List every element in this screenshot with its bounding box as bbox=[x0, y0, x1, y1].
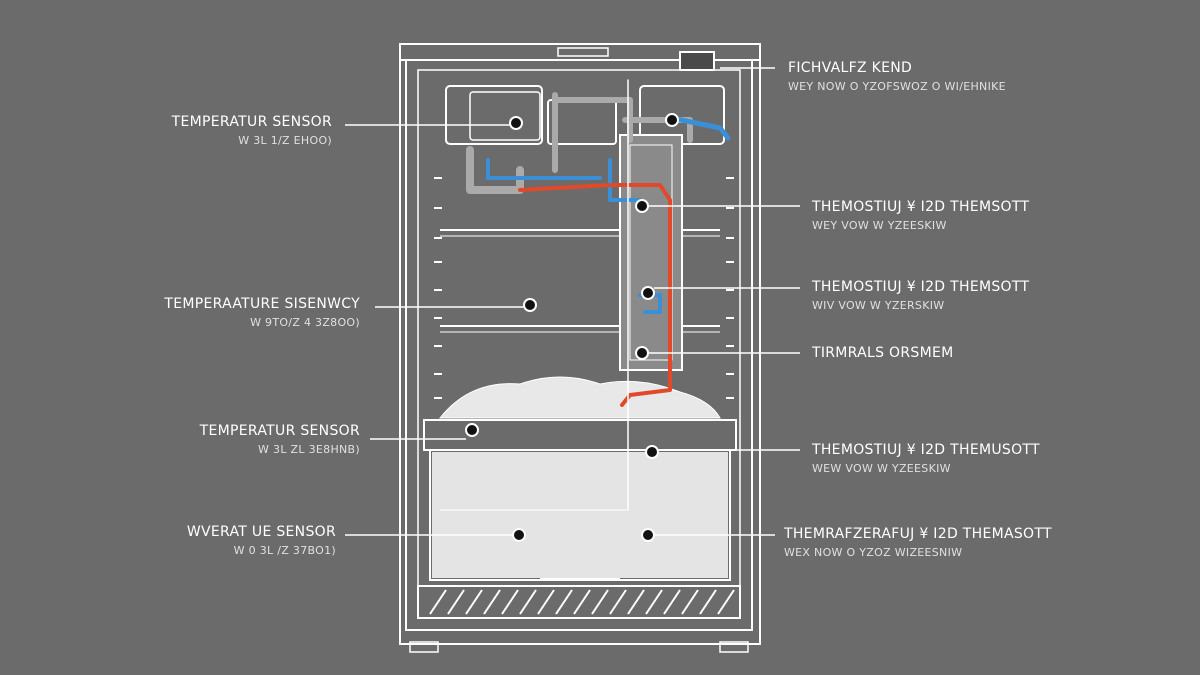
sensor-dot bbox=[645, 445, 659, 459]
label-sub: W 3L ZL 3E8HNB) bbox=[258, 443, 360, 456]
label-sub: W 0 3L /Z 37BO1) bbox=[233, 544, 336, 557]
label-right-5: THEMRAFZERAFUJ ¥ I2D THEMASOTT WEX NOW O… bbox=[784, 526, 1052, 559]
label-title: THEMOSTIUJ ¥ I2D THEMSOTT bbox=[812, 279, 1030, 295]
label-sub: WEX NOW O YZOZ WIZEESNIW bbox=[784, 546, 963, 559]
label-title: TEMPERAATURE SISENWCY bbox=[164, 296, 360, 312]
label-left-3: TEMPERATUR SENSOR W 3L ZL 3E8HNB) bbox=[200, 423, 360, 456]
gray-pipe-left bbox=[466, 146, 524, 194]
control-module bbox=[679, 51, 715, 71]
cold-pipe-right bbox=[669, 115, 731, 141]
sensor-dot bbox=[641, 528, 655, 542]
label-title: THEMOSTIUJ ¥ I2D THEMUSOTT bbox=[812, 442, 1040, 458]
label-title: TEMPERATUR SENSOR bbox=[171, 114, 332, 130]
gray-pipe-top bbox=[552, 92, 633, 173]
leader-lines bbox=[345, 67, 800, 536]
foot-left bbox=[409, 641, 439, 653]
sensor-dot bbox=[523, 298, 537, 312]
ice-mound bbox=[438, 376, 721, 419]
cold-pipe-upper bbox=[486, 158, 642, 202]
label-sub: WIV VOW W YZERSKIW bbox=[812, 299, 945, 312]
crisper-drawer bbox=[429, 449, 731, 581]
top-vent bbox=[557, 47, 609, 57]
label-left-1: TEMPERATUR SENSOR W 3L 1/Z EHOO) bbox=[172, 114, 332, 147]
label-right-1: THEMOSTIUJ ¥ I2D THEMSOTT WEY VOW W YZEE… bbox=[812, 199, 1029, 232]
label-left-2: TEMPERAATURE SISENWCY W 9TO/Z 4 3Z8OO) bbox=[164, 296, 360, 329]
label-title: THEMOSTIUJ ¥ I2D THEMSOTT bbox=[812, 199, 1030, 215]
sensor-dot bbox=[509, 116, 523, 130]
foot-right bbox=[719, 641, 749, 653]
label-sub: WEY VOW W YZEESKIW bbox=[812, 219, 947, 232]
upper-compartment-left bbox=[445, 85, 543, 145]
label-title: THEMRAFZERAFUJ ¥ I2D THEMASOTT bbox=[784, 526, 1052, 542]
label-sub: W 3L 1/Z EHOO) bbox=[238, 134, 332, 147]
sensor-dot bbox=[641, 286, 655, 300]
label-sub: WEY NOW O YZOFSWOZ O WI/EHNIKE bbox=[788, 80, 1006, 93]
upper-box-mid bbox=[547, 99, 617, 145]
thermostat-plate bbox=[619, 134, 683, 371]
label-top-right: FICHVALFZ KEND WEY NOW O YZOFSWOZ O WI/E… bbox=[788, 60, 1006, 93]
label-right-2: THEMOSTIUJ ¥ I2D THEMSOTT WIV VOW W YZER… bbox=[812, 279, 1029, 312]
hot-pipe bbox=[518, 183, 672, 407]
label-title: TEMPERATUR SENSOR bbox=[199, 423, 360, 439]
sensor-dot bbox=[635, 346, 649, 360]
sensor-dot bbox=[465, 423, 479, 437]
label-right-3: TIRMRALS ORSMEM bbox=[812, 345, 954, 361]
label-sub: WEW VOW W YZEESKIW bbox=[812, 462, 951, 475]
upper-box-left bbox=[469, 91, 541, 141]
bottom-grille bbox=[417, 585, 741, 619]
label-title: FICHVALFZ KEND bbox=[788, 60, 913, 76]
label-right-4: THEMOSTIUJ ¥ I2D THEMUSOTT WEW VOW W YZE… bbox=[812, 442, 1040, 475]
wall-ticks bbox=[434, 177, 734, 399]
sensor-dot bbox=[635, 199, 649, 213]
sensor-dot bbox=[512, 528, 526, 542]
grille-slats bbox=[429, 589, 735, 615]
label-title: TIRMRALS ORSMEM bbox=[812, 345, 954, 361]
label-left-4: WVERAT UE SENSOR W 0 3L /Z 37BO1) bbox=[187, 524, 336, 557]
label-title: WVERAT UE SENSOR bbox=[186, 524, 336, 540]
fridge-outer-frame bbox=[399, 43, 761, 645]
crisper-contents bbox=[432, 452, 728, 578]
sensor-dot bbox=[665, 113, 679, 127]
label-sub: W 9TO/Z 4 3Z8OO) bbox=[250, 316, 360, 329]
